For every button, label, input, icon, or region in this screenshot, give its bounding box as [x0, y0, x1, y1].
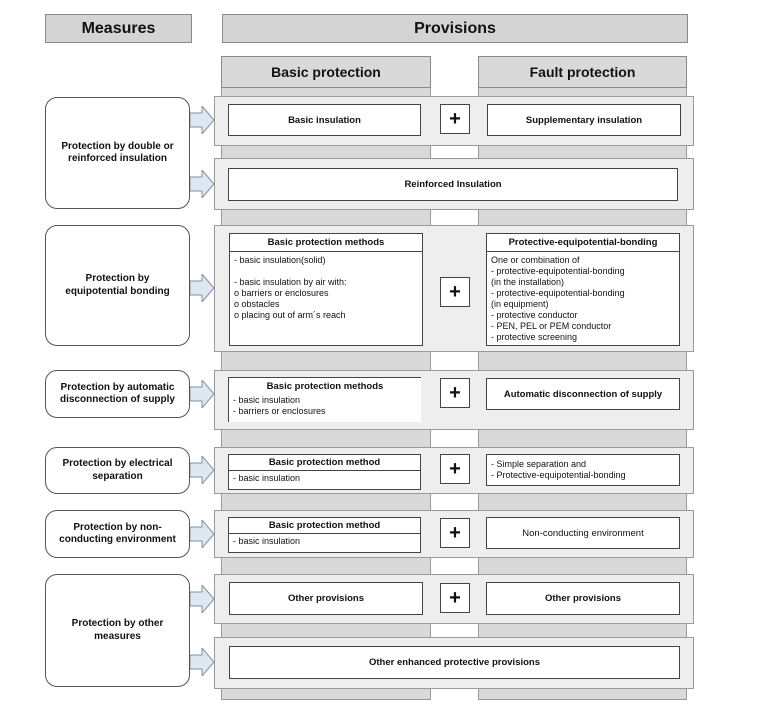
nonconducting-basic-method-box: Basic protection method - basic insulati… [228, 517, 421, 553]
fault-protection-header: Fault protection [478, 56, 687, 88]
simple-separation-box: - Simple separation and - Protective-equ… [486, 454, 680, 486]
automatic-disconnection-box: Automatic disconnection of supply [486, 378, 680, 410]
box-body: - basic insulation [233, 473, 301, 483]
arrow-right-icon [190, 585, 214, 613]
box-title: Basic protection methods [230, 234, 422, 252]
box-title: Basic protection method [229, 518, 420, 534]
other-provisions-fault-box: Other provisions [486, 582, 680, 615]
basic-protection-header: Basic protection [221, 56, 431, 88]
arrow-right-icon [190, 106, 214, 134]
plus-icon: + [440, 518, 470, 548]
measure-other: Protection by other measures [45, 574, 190, 687]
reinforced-insulation-box: Reinforced Insulation [228, 168, 678, 201]
plus-icon: + [440, 104, 470, 134]
plus-icon: + [440, 583, 470, 613]
protective-equipotential-bonding-box: Protective-equipotential-bonding One or … [486, 233, 680, 346]
arrow-right-icon [190, 380, 214, 408]
measure-electrical-separation: Protection by electrical separation [45, 447, 190, 494]
separation-basic-method-box: Basic protection method - basic insulati… [228, 454, 421, 490]
box-title: Protective-equipotential-bonding [487, 234, 679, 252]
supplementary-insulation-box: Supplementary insulation [487, 104, 681, 136]
box-title: Basic protection method [229, 455, 420, 471]
plus-icon: + [440, 378, 470, 408]
measures-header: Measures [45, 14, 192, 43]
measure-equipotential-bonding: Protection by equipotential bonding [45, 225, 190, 346]
measure-automatic-disconnection: Protection by automatic disconnection of… [45, 370, 190, 418]
box-body: - basic insulation(solid) - basic insula… [234, 255, 347, 320]
basic-insulation-box: Basic insulation [228, 104, 421, 136]
arrow-right-icon [190, 274, 214, 302]
measure-non-conducting: Protection by non-conducting environment [45, 510, 190, 558]
plus-icon: + [440, 277, 470, 307]
arrow-right-icon [190, 456, 214, 484]
box-title: Basic protection methods [266, 381, 384, 392]
other-enhanced-provisions-box: Other enhanced protective provisions [229, 646, 680, 679]
box-body: - basic insulation [233, 536, 301, 546]
arrow-right-icon [190, 170, 214, 198]
box-body: - basic insulation - barriers or enclosu… [233, 395, 326, 416]
plus-icon: + [440, 454, 470, 484]
automatic-basic-methods-box: Basic protection methods - basic insulat… [228, 377, 421, 422]
provisions-header: Provisions [222, 14, 688, 43]
non-conducting-environment-box: Non-conducting environment [486, 517, 680, 549]
measure-double-insulation: Protection by double or reinforced insul… [45, 97, 190, 209]
box-body: One or combination of - protective-equip… [491, 255, 625, 342]
arrow-right-icon [190, 648, 214, 676]
basic-protection-methods-box: Basic protection methods - basic insulat… [229, 233, 423, 346]
arrow-right-icon [190, 520, 214, 548]
other-provisions-basic-box: Other provisions [229, 582, 423, 615]
